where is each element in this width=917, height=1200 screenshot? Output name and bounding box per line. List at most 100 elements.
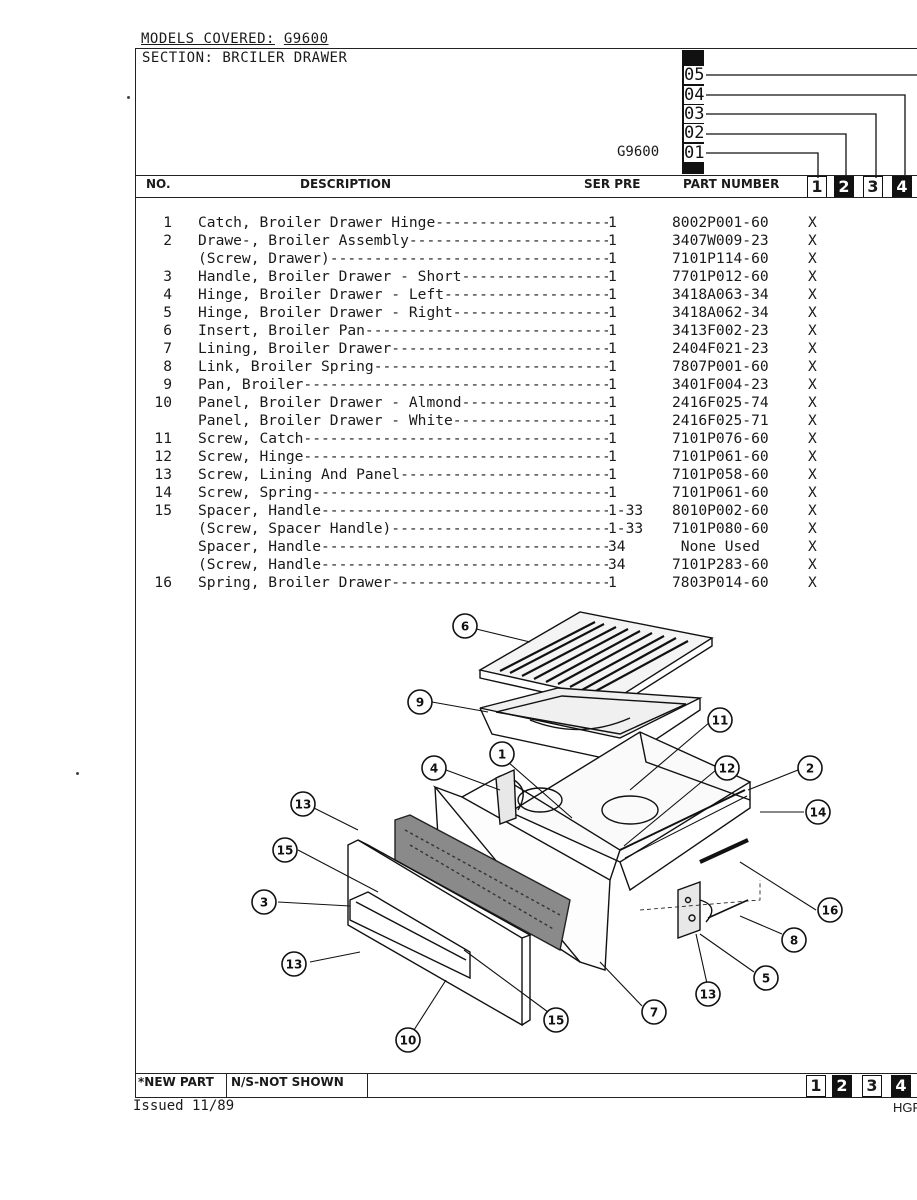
item-model-mark: X bbox=[808, 286, 817, 303]
item-description: Screw, Hinge----------------------------… bbox=[198, 448, 608, 465]
item-model-mark: X bbox=[808, 358, 817, 375]
callout-label: 14 bbox=[810, 806, 827, 820]
item-ser-pre: 1 bbox=[608, 232, 617, 249]
callout-circle bbox=[753, 965, 779, 991]
callout-label: 1 bbox=[498, 748, 506, 762]
item-description: Hinge, Broiler Drawer - Left------------… bbox=[198, 286, 608, 303]
callout-label: 15 bbox=[548, 1014, 565, 1028]
parts-row: (Screw, Handle--------------------------… bbox=[140, 556, 860, 574]
callout-label: 6 bbox=[461, 620, 469, 634]
item-number: 8 bbox=[163, 358, 172, 375]
left-hinge bbox=[495, 768, 524, 825]
item-model-mark: X bbox=[808, 340, 817, 357]
item-part-number: 7803P014-60 bbox=[672, 574, 769, 591]
parts-row: Spacer, Handle--------------------------… bbox=[140, 538, 860, 556]
item-ser-pre: 1 bbox=[608, 268, 617, 285]
item-part-number: 2404F021-23 bbox=[672, 340, 769, 357]
callout-circle bbox=[290, 791, 316, 817]
item-model-mark: X bbox=[808, 502, 817, 519]
item-description: Panel, Broiler Drawer - Almond----------… bbox=[198, 394, 608, 411]
item-ser-pre: 1-33 bbox=[608, 520, 644, 537]
column-header-bottom-rule bbox=[135, 197, 917, 198]
item-model-mark: X bbox=[808, 322, 817, 339]
item-number: 13 bbox=[154, 466, 172, 483]
item-description: Spacer, Handle--------------------------… bbox=[198, 538, 608, 555]
footer-divider bbox=[226, 1073, 227, 1097]
item-model-mark: X bbox=[808, 412, 817, 429]
models-covered-label: MODELS COVERED: bbox=[141, 31, 275, 47]
item-part-number: 7701P012-60 bbox=[672, 268, 769, 285]
callout-circle bbox=[797, 755, 823, 781]
issued-date: Issued 11/89 bbox=[133, 1098, 235, 1114]
item-ser-pre: 1 bbox=[608, 394, 617, 411]
parts-row: 4 Hinge, Broiler Drawer - Left-----------… bbox=[140, 286, 860, 304]
column-header-top-rule bbox=[135, 175, 917, 176]
item-ser-pre: 1 bbox=[608, 250, 617, 267]
item-number: 15 bbox=[154, 502, 172, 519]
item-model-mark: X bbox=[808, 268, 817, 285]
item-model-mark: X bbox=[808, 484, 817, 501]
item-part-number: 3413F002-23 bbox=[672, 322, 769, 339]
item-number: 5 bbox=[163, 304, 172, 321]
column-no: NO. bbox=[146, 177, 171, 191]
parts-row: 8 Link, Broiler Spring-------------------… bbox=[140, 358, 860, 376]
item-ser-pre: 1 bbox=[608, 214, 617, 231]
models-covered-value: G9600 bbox=[283, 31, 329, 47]
legend-new-part: *NEW PART bbox=[138, 1075, 214, 1089]
callout-label: 5 bbox=[762, 972, 770, 986]
item-model-mark: X bbox=[808, 430, 817, 447]
item-part-number: 7101P283-60 bbox=[672, 556, 769, 573]
item-number: 2 bbox=[163, 232, 172, 249]
column-box-4: 4 bbox=[892, 176, 912, 198]
item-number: 11 bbox=[154, 430, 172, 447]
item-part-number: 7101P058-60 bbox=[672, 466, 769, 483]
item-description: Link, Broiler Spring--------------------… bbox=[198, 358, 608, 375]
footer-divider bbox=[367, 1073, 368, 1097]
revision-code-04: 04 bbox=[684, 85, 705, 105]
callout-circle bbox=[421, 755, 447, 781]
footer-box-4: 4 bbox=[891, 1075, 911, 1097]
item-part-number: 2416F025-74 bbox=[672, 394, 769, 411]
insulation-block bbox=[394, 814, 571, 952]
item-ser-pre: 1 bbox=[608, 484, 617, 501]
column-box-3: 3 bbox=[863, 176, 883, 198]
item-model-mark: X bbox=[808, 304, 817, 321]
item-part-number: None Used bbox=[672, 538, 760, 555]
item-description: Pan, Broiler----------------------------… bbox=[198, 376, 608, 393]
column-part-number: PART NUMBER bbox=[683, 177, 780, 191]
column-ser-pre: SER PRE bbox=[584, 177, 641, 191]
parts-row: (Screw, Drawer)-------------------------… bbox=[140, 250, 860, 268]
item-part-number: 8002P001-60 bbox=[672, 214, 769, 231]
callout-circle bbox=[817, 897, 843, 923]
item-description: Catch, Broiler Drawer Hinge-------------… bbox=[198, 214, 608, 231]
column-description: DESCRIPTION bbox=[300, 177, 392, 191]
callout-label: 4 bbox=[430, 762, 438, 776]
item-description: Screw, Catch----------------------------… bbox=[198, 430, 608, 447]
footer-bottom-rule bbox=[135, 1097, 917, 1098]
callout-circle bbox=[489, 741, 515, 767]
item-description: Spring, Broiler Drawer------------------… bbox=[198, 574, 608, 591]
item-description: Panel, Broiler Drawer - White-----------… bbox=[198, 412, 608, 429]
callout-label: 13 bbox=[295, 798, 312, 812]
item-number: 4 bbox=[163, 286, 172, 303]
item-description: Lining, Broiler Drawer------------------… bbox=[198, 340, 608, 357]
drawer-spring bbox=[699, 838, 749, 864]
callout-circle bbox=[407, 689, 433, 715]
revision-code-03: 03 bbox=[684, 104, 705, 124]
item-ser-pre: 1 bbox=[608, 574, 617, 591]
item-model-mark: X bbox=[808, 214, 817, 231]
frame-left-rule bbox=[135, 48, 136, 1098]
callout-circle bbox=[543, 1007, 569, 1033]
callout-label: 8 bbox=[790, 934, 798, 948]
item-description: (Screw, Spacer Handle)------------------… bbox=[198, 520, 608, 537]
item-ser-pre: 34 bbox=[608, 556, 626, 573]
